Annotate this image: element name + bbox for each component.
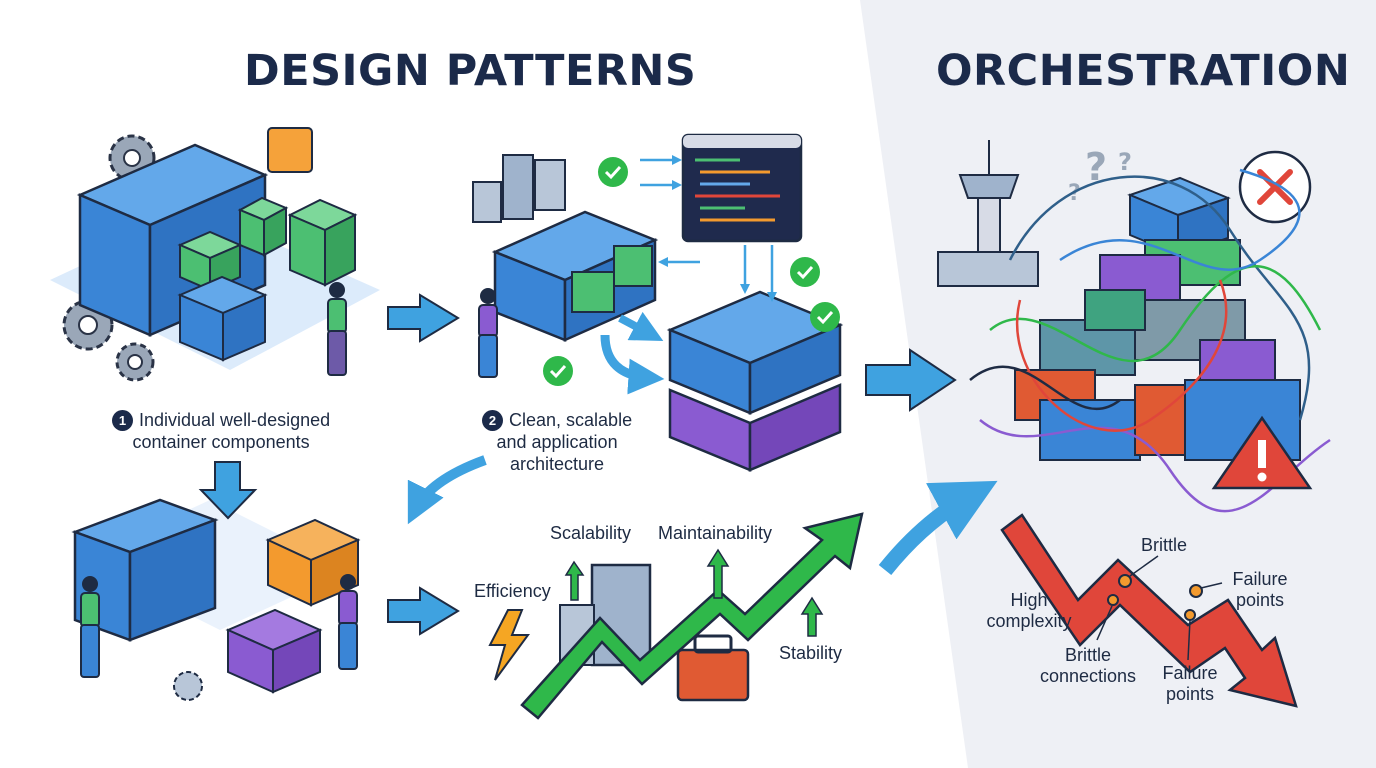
label-high-complexity: High complexity bbox=[986, 590, 1072, 631]
worker-figure bbox=[338, 574, 358, 670]
check-icon bbox=[810, 302, 840, 332]
gear-icon bbox=[115, 342, 155, 382]
panel-growth bbox=[488, 512, 864, 720]
label-brittle-connections: Brittle connections bbox=[1039, 645, 1137, 686]
panel-orchestration-chaos: ? ? ? bbox=[937, 140, 1331, 513]
label-efficiency: Efficiency bbox=[474, 581, 551, 601]
code-window bbox=[681, 133, 803, 243]
panel-individual-components bbox=[50, 127, 380, 382]
tangled-wires bbox=[969, 168, 1331, 513]
question-mark-icon: ? bbox=[1118, 148, 1132, 176]
control-tower-icon bbox=[937, 140, 1039, 287]
failure-point-icon bbox=[1189, 584, 1203, 598]
puzzle-icon bbox=[267, 127, 313, 173]
lightning-icon bbox=[488, 609, 530, 681]
question-mark-icon: ? bbox=[1068, 181, 1081, 206]
title-design-patterns: DESIGN PATTERNS bbox=[244, 46, 697, 96]
failure-point-icon bbox=[1118, 574, 1132, 588]
check-icon bbox=[543, 356, 573, 386]
panel-composed-components bbox=[71, 498, 361, 701]
label-failure-points-right: Failure points bbox=[1232, 569, 1288, 610]
gear-icon bbox=[62, 299, 114, 351]
flow-arrows bbox=[198, 293, 998, 636]
label-maintainability: Maintainability bbox=[658, 523, 773, 543]
toolbox-icon bbox=[676, 634, 750, 702]
arrow-curved-icon bbox=[407, 455, 487, 525]
label-failure-points-lower: Failure points bbox=[1162, 663, 1218, 704]
up-arrow-icon bbox=[800, 596, 824, 637]
error-x-icon bbox=[1238, 150, 1312, 224]
label-brittle: Brittle bbox=[1141, 535, 1188, 555]
title-orchestration: ORCHESTRATION bbox=[936, 46, 1351, 96]
step-2-badge: 2 bbox=[482, 410, 503, 431]
question-mark-icon: ? bbox=[1085, 145, 1107, 189]
panel-clean-architecture bbox=[472, 133, 844, 472]
arrow-curved-icon bbox=[878, 480, 998, 575]
worker-figure bbox=[327, 282, 347, 376]
up-arrow-icon bbox=[706, 548, 730, 599]
failure-point-icon bbox=[1184, 609, 1196, 621]
warning-icon bbox=[1211, 415, 1313, 490]
gear-icon bbox=[173, 671, 203, 701]
check-icon bbox=[598, 157, 628, 187]
check-icon bbox=[790, 257, 820, 287]
failure-point-icon bbox=[1107, 594, 1119, 606]
arrow-down-icon bbox=[198, 461, 258, 520]
up-arrow-icon bbox=[564, 560, 585, 601]
label-scalability: Scalability bbox=[550, 523, 632, 543]
label-stability: Stability bbox=[779, 643, 843, 663]
arrow-right-icon bbox=[387, 586, 460, 636]
arrow-right-icon bbox=[387, 293, 460, 343]
growth-arrow bbox=[520, 512, 864, 720]
worker-figure bbox=[478, 288, 498, 378]
decline-arrow bbox=[1000, 513, 1298, 708]
worker-figure bbox=[80, 576, 100, 678]
arrow-right-icon bbox=[865, 348, 957, 412]
step-1-badge: 1 bbox=[112, 410, 133, 431]
